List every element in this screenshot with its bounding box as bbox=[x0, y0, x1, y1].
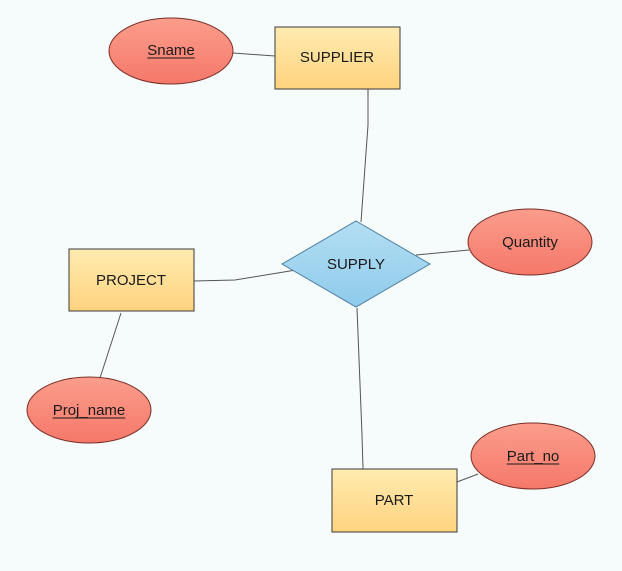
line-part-partno bbox=[456, 473, 479, 483]
attribute-quantity-label: Quantity bbox=[502, 234, 558, 251]
entity-supplier-box bbox=[274, 26, 401, 90]
relationship-supply-label: SUPPLY bbox=[327, 256, 385, 273]
line-project-supply bbox=[193, 269, 297, 282]
line-sname-supplier bbox=[232, 52, 276, 57]
line-supply-part bbox=[356, 307, 364, 470]
attribute-quantity-ellipse bbox=[467, 208, 593, 276]
attribute-proj-name-ellipse bbox=[26, 376, 152, 444]
entity-part-box bbox=[331, 468, 458, 533]
line-supply-quantity bbox=[415, 249, 470, 256]
relationship-supply[interactable]: SUPPLY bbox=[281, 220, 431, 308]
entity-project-box bbox=[68, 248, 195, 312]
entity-supplier-label: SUPPLIER bbox=[300, 49, 374, 66]
attribute-sname-ellipse bbox=[108, 17, 234, 85]
attribute-part-no-ellipse bbox=[470, 422, 596, 490]
entity-part-label: PART bbox=[375, 492, 414, 509]
line-supplier-supply bbox=[360, 89, 369, 223]
attribute-part-no-label: Part_no bbox=[507, 448, 560, 465]
entity-project-label: PROJECT bbox=[96, 272, 166, 289]
attribute-sname-label: Sname bbox=[147, 42, 195, 59]
entity-part[interactable]: PART bbox=[331, 468, 458, 533]
attribute-part-no[interactable]: Part_no bbox=[470, 422, 596, 490]
attribute-proj-name-label: Proj_name bbox=[53, 402, 126, 419]
entity-project[interactable]: PROJECT bbox=[68, 248, 195, 312]
entity-supplier[interactable]: SUPPLIER bbox=[274, 26, 401, 90]
line-projname-project bbox=[99, 312, 122, 379]
attribute-proj-name[interactable]: Proj_name bbox=[26, 376, 152, 444]
relationship-supply-diamond bbox=[281, 220, 431, 308]
attribute-sname[interactable]: Sname bbox=[108, 17, 234, 85]
attribute-quantity[interactable]: Quantity bbox=[467, 208, 593, 276]
